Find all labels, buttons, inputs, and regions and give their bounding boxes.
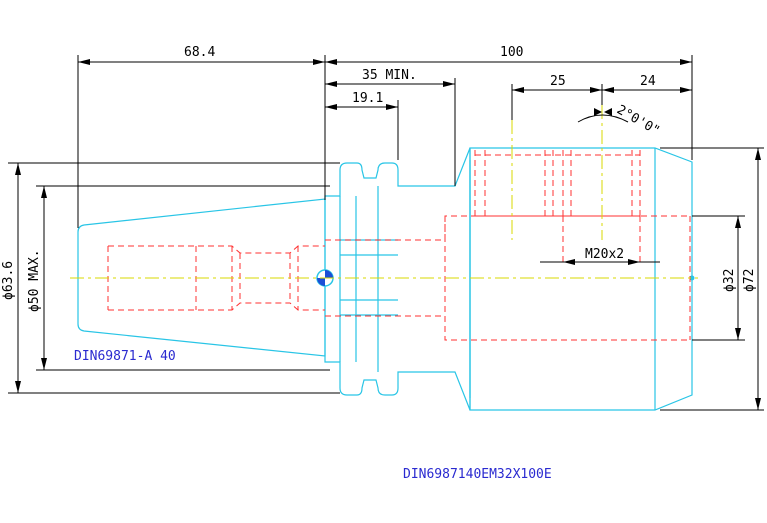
dim-phi-32: ϕ32	[722, 269, 737, 292]
hidden-lines	[107, 150, 691, 341]
dim-35-min: 35 MIN.	[362, 68, 417, 83]
dim-68-4: 68.4	[184, 45, 215, 60]
dim-phi-50: ϕ50 MAX.	[27, 249, 42, 312]
flange	[324, 147, 471, 411]
main-body	[469, 147, 693, 411]
dim-angle: 2°0'0"	[614, 102, 662, 138]
dimension-lines	[8, 55, 764, 411]
dim-phi-63-6: ϕ63.6	[1, 261, 16, 300]
dim-19-1: 19.1	[352, 91, 383, 106]
center-lines	[70, 105, 698, 279]
dim-24: 24	[640, 74, 656, 89]
dim-25: 25	[550, 74, 566, 89]
dim-100: 100	[500, 45, 523, 60]
part-number-label: DIN6987140EM32X100E	[403, 467, 552, 482]
taper-standard-label: DIN69871-A 40	[74, 349, 176, 364]
dim-phi-72: ϕ72	[742, 269, 757, 292]
tool-outline	[77, 147, 695, 411]
dim-thread: M20x2	[585, 247, 624, 262]
